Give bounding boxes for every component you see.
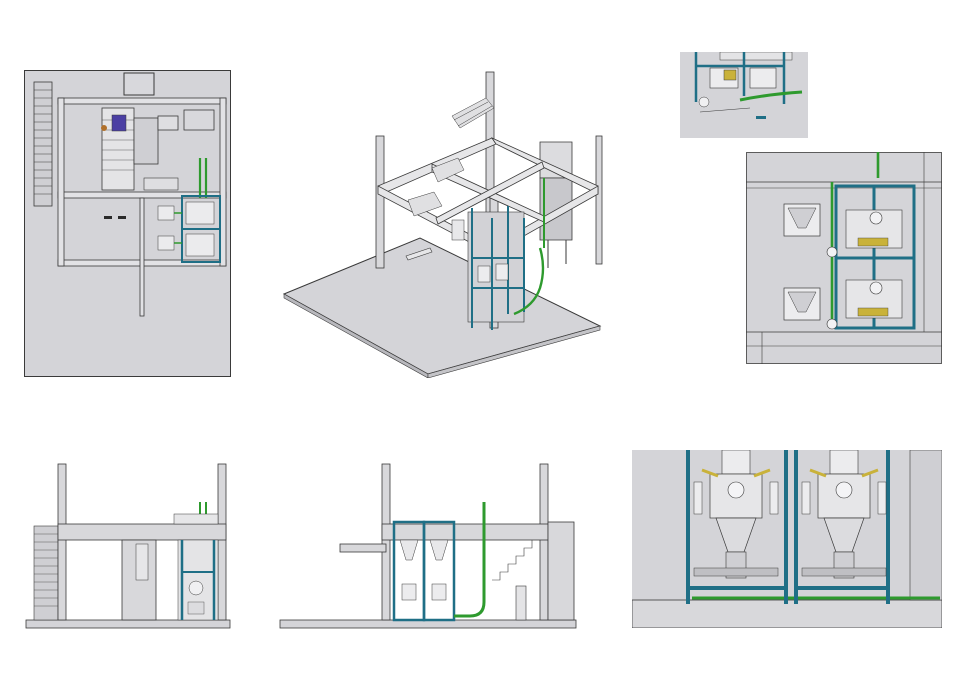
- side-elevation-view: [24, 462, 232, 630]
- plan-view-drawing: [24, 70, 231, 377]
- side-process-frame: [173, 502, 219, 621]
- front-elevation-drawing: [279, 463, 577, 629]
- plan-frames: [157, 195, 221, 263]
- detail-front-view: [632, 450, 942, 628]
- plan-beams: [57, 97, 227, 317]
- detail-top-pipe: [739, 90, 803, 102]
- side-stair: [33, 525, 59, 621]
- front-elevation-view: [278, 462, 578, 630]
- detail-top-frame: [694, 52, 786, 104]
- side-floor: [25, 619, 231, 629]
- detail-top-view: [680, 52, 808, 138]
- isometric-view: [282, 68, 604, 378]
- iso-process-tower: [451, 178, 545, 330]
- isometric-drawing: [282, 71, 603, 378]
- detail-front-unit-right: [794, 450, 890, 604]
- detail-plan-drawing: [746, 152, 942, 364]
- side-elevation-drawing: [25, 463, 231, 629]
- plan-top-block: [123, 72, 155, 96]
- detail-plan-view: [746, 152, 942, 364]
- detail-front-unit-left: [686, 450, 788, 604]
- detail-front-drawing: [632, 450, 942, 628]
- plan-equipment: [101, 107, 215, 219]
- plan-stair: [33, 81, 53, 207]
- iso-floor-slab: [282, 237, 602, 375]
- front-process-frames: [392, 502, 486, 622]
- front-structure: [339, 463, 575, 621]
- detail-top-drawing: [680, 52, 808, 138]
- detail-plan-units: [783, 203, 903, 330]
- front-stair: [492, 540, 533, 621]
- iso-silo: [539, 141, 573, 268]
- plan-pipes: [198, 158, 208, 198]
- plan-view: [24, 70, 232, 378]
- iso-stairs: [407, 97, 495, 217]
